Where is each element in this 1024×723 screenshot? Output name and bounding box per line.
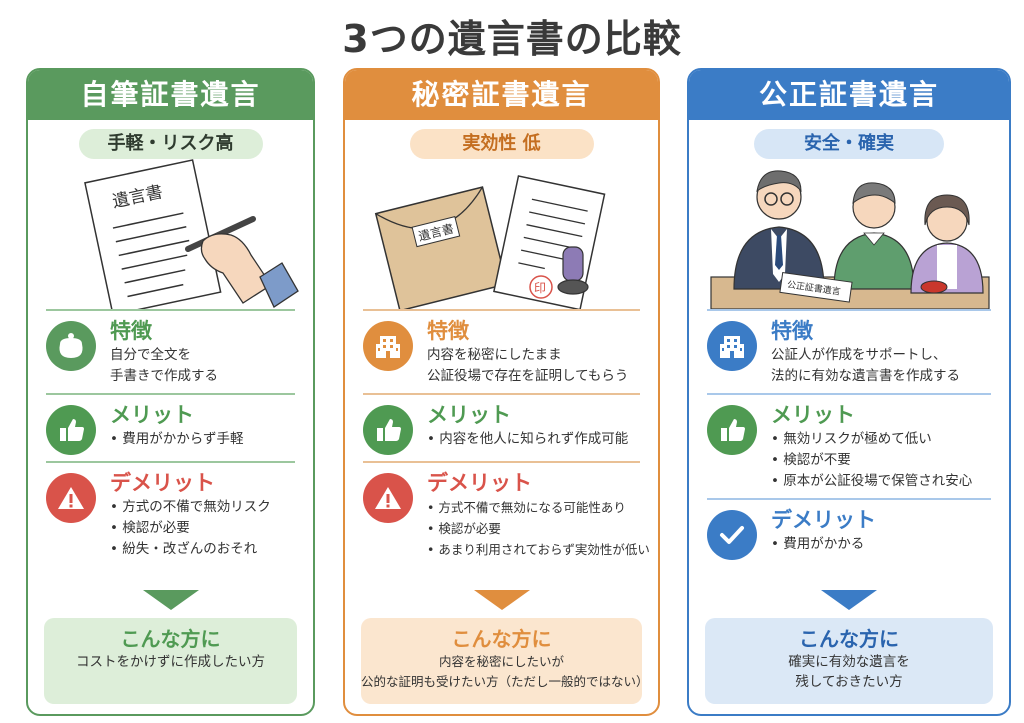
thumbs-up-icon xyxy=(707,405,757,455)
divider xyxy=(46,393,295,395)
recommendation-box: こんな方に 確実に有効な遺言を 残しておきたい方 xyxy=(705,618,993,704)
warning-icon xyxy=(363,473,413,523)
feature-line: 公証役場で存在を証明してもらう xyxy=(427,368,629,384)
merit-title: メリット xyxy=(771,403,855,427)
card-holographic-will: 自筆証書遺言 手軽・リスク高 遺言書 特徴 自分で全 xyxy=(26,68,315,716)
check-icon xyxy=(707,510,757,560)
coin-purse-icon xyxy=(46,321,96,371)
divider xyxy=(707,393,991,395)
feature-section: 特徴 公証人が作成をサポートし、 法的に有効な遺言書を作成する xyxy=(689,311,1009,393)
down-arrow-icon xyxy=(821,590,877,610)
feature-title: 特徴 xyxy=(427,319,469,343)
card-badge: 手軽・リスク高 xyxy=(78,129,263,159)
card-secret-will: 秘密証書遺言 実効性 低 遺言書 印 xyxy=(343,68,660,716)
reco-title: こんな方に xyxy=(120,627,221,651)
demerit-title: デメリット xyxy=(427,471,532,495)
down-arrow-icon xyxy=(142,590,199,610)
divider xyxy=(707,498,991,500)
demerit-item: • 紛失・改ざんのおそれ xyxy=(110,541,258,557)
demerit-section: デメリット • 方式不備で無効になる可能性あり • 検認が必要 • あまり利用さ… xyxy=(345,463,658,566)
thumbs-up-icon xyxy=(363,405,413,455)
demerit-section: デメリット • 費用がかかる xyxy=(689,500,1009,566)
reco-title: こんな方に xyxy=(799,627,899,651)
building-icon xyxy=(707,321,757,371)
feature-line: 公証人が作成をサポートし、 xyxy=(771,347,947,363)
recommendation-box: こんな方に コストをかけずに作成したい方 xyxy=(44,618,297,704)
demerit-section: デメリット • 方式の不備で無効リスク • 検認が必要 • 紛失・改ざんのおそれ xyxy=(28,463,313,566)
divider xyxy=(46,461,295,463)
page-title: 3つの遺言書の比較 xyxy=(342,17,682,61)
demerit-item: • あまり利用されておらず実効性が低い xyxy=(427,542,650,557)
merit-item: • 無効リスクが極めて低い xyxy=(771,431,932,447)
warning-icon xyxy=(46,473,96,523)
divider xyxy=(363,461,640,463)
demerit-title: デメリット xyxy=(771,508,876,532)
feature-line: 法的に有効な遺言書を作成する xyxy=(771,368,960,384)
card-notarial-will: 公正証書遺言 安全・確実 公正証書遺言 xyxy=(687,68,1011,716)
reco-line: 確実に有効な遺言を xyxy=(788,654,910,670)
divider xyxy=(46,309,295,311)
feature-section: 特徴 内容を秘密にしたまま 公証役場で存在を証明してもらう xyxy=(345,311,658,393)
thumbs-up-icon xyxy=(46,405,96,455)
merit-item: • 原本が公証役場で保管され安心 xyxy=(771,473,973,489)
reco-line: 公的な証明も受けたい方（ただし一般的ではない） xyxy=(361,674,649,689)
merit-section: メリット • 内容を他人に知られず作成可能 xyxy=(345,395,658,461)
merit-item: • 内容を他人に知られず作成可能 xyxy=(427,431,629,447)
merit-item: • 検認が不要 xyxy=(771,452,851,468)
divider xyxy=(707,309,991,311)
card-badge: 安全・確実 xyxy=(754,129,944,159)
feature-line: 内容を秘密にしたまま xyxy=(427,347,562,363)
merit-title: メリット xyxy=(427,403,511,427)
reco-title: こんな方に xyxy=(451,627,552,651)
feature-title: 特徴 xyxy=(771,319,813,343)
card-badge: 実効性 低 xyxy=(409,129,594,159)
reco-line: 残しておきたい方 xyxy=(795,674,903,690)
divider xyxy=(363,309,640,311)
demerit-item: • 方式不備で無効になる可能性あり xyxy=(427,500,626,515)
demerit-title: デメリット xyxy=(110,471,215,495)
feature-line: 自分で全文を xyxy=(110,347,191,363)
merit-item: • 費用がかからず手軽 xyxy=(110,431,244,447)
recommendation-box: こんな方に 内容を秘密にしたいが 公的な証明も受けたい方（ただし一般的ではない） xyxy=(361,618,649,704)
seal-label: 印 xyxy=(534,281,546,295)
notary-meeting-illustration: 公正証書遺言 xyxy=(689,159,1009,309)
merit-title: メリット xyxy=(110,403,194,427)
divider xyxy=(363,393,640,395)
card-title: 自筆証書遺言 xyxy=(28,70,313,120)
demerit-item: • 方式の不備で無効リスク xyxy=(110,499,271,515)
building-icon xyxy=(363,321,413,371)
card-title: 公正証書遺言 xyxy=(689,70,1009,120)
feature-section: 特徴 自分で全文を 手書きで作成する xyxy=(28,311,313,393)
reco-line: 内容を秘密にしたいが xyxy=(438,654,564,669)
feature-title: 特徴 xyxy=(110,319,152,343)
hand-writing-will-illustration: 遺言書 xyxy=(28,159,313,309)
down-arrow-icon xyxy=(473,590,530,610)
demerit-item: • 検認が必要 xyxy=(110,520,190,536)
reco-line: コストをかけずに作成したい方 xyxy=(76,654,265,670)
demerit-item: • 検認が必要 xyxy=(427,521,501,536)
feature-line: 手書きで作成する xyxy=(110,368,218,384)
envelope-and-stamp-illustration: 遺言書 印 xyxy=(345,159,658,309)
demerit-item: • 費用がかかる xyxy=(771,536,865,552)
card-title: 秘密証書遺言 xyxy=(345,70,658,120)
merit-section: メリット • 無効リスクが極めて低い • 検認が不要 • 原本が公証役場で保管さ… xyxy=(689,395,1009,498)
merit-section: メリット • 費用がかからず手軽 xyxy=(28,395,313,461)
